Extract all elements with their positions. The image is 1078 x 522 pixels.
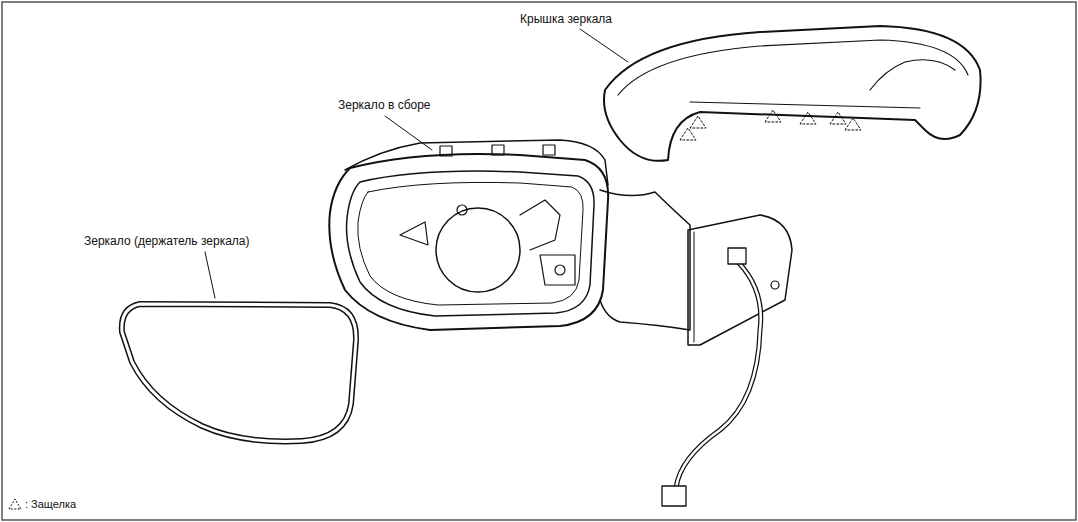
wire-core xyxy=(676,262,761,488)
part-label: Крышка зеркала xyxy=(518,12,614,26)
latch-symbol xyxy=(8,498,22,510)
wire xyxy=(676,262,761,488)
housing-top xyxy=(345,140,608,185)
housing-frame-inner xyxy=(347,171,595,316)
motor-detail xyxy=(400,200,575,285)
bracket-plate xyxy=(688,215,792,345)
motor-hub xyxy=(457,205,467,215)
slot xyxy=(492,145,504,155)
legend-text: : Защелка xyxy=(25,498,76,510)
mirror-cover xyxy=(604,26,981,161)
housing-frame-inner2 xyxy=(358,182,583,305)
part-label: Зеркало (держатель зеркала) xyxy=(82,234,252,248)
leader-line xyxy=(580,29,628,62)
slot xyxy=(440,146,452,156)
housing-outer xyxy=(329,154,608,330)
mirror-glass xyxy=(122,304,356,441)
screw xyxy=(555,265,565,275)
leader-line xyxy=(385,116,432,150)
part-label: Зеркало в сборе xyxy=(336,98,433,112)
leader-line xyxy=(205,252,215,298)
housing-arm xyxy=(600,190,690,330)
wire-connector xyxy=(662,486,686,506)
motor xyxy=(436,208,520,292)
latch-triangles xyxy=(680,110,861,140)
mirror-cover-inner xyxy=(618,40,968,95)
plate-hole xyxy=(771,281,779,289)
slot xyxy=(543,145,555,155)
legend-entry: : Защелка xyxy=(8,498,76,510)
mirror-cover-edge xyxy=(690,102,920,108)
wire-clip xyxy=(728,248,746,264)
mirror-glass-inner xyxy=(122,304,356,441)
bracket-plate-edge xyxy=(694,232,695,342)
mirror-cover-ridge xyxy=(870,60,955,90)
